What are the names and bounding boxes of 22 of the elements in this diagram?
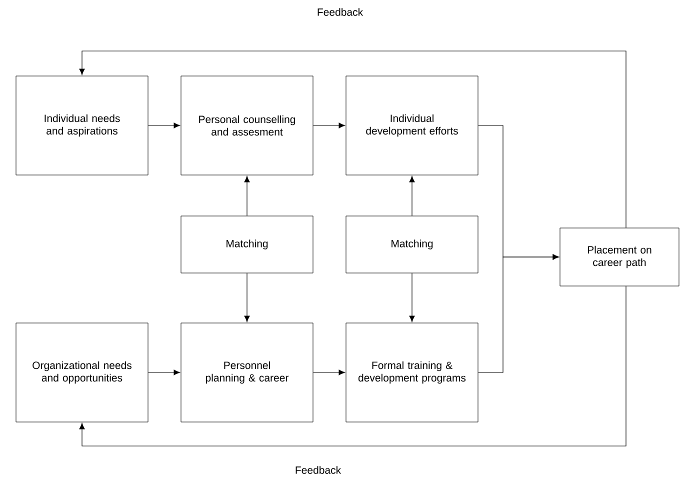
- process-box: Individual needs and aspirations: [16, 76, 148, 176]
- arrow: [148, 370, 180, 376]
- edge-label: Feedback: [316, 7, 364, 17]
- arrow: [312, 370, 345, 376]
- arrow: [79, 50, 626, 228]
- process-box: Organizational needs and opportunities: [16, 322, 148, 422]
- process-box: Matching: [346, 216, 478, 274]
- arrow: [409, 272, 415, 322]
- arrow: [148, 122, 180, 128]
- process-box: Individual development efforts: [346, 76, 478, 176]
- arrow: [79, 286, 626, 446]
- arrow: [244, 176, 250, 216]
- process-box: Personal counselling and assesment: [180, 76, 314, 176]
- process-box: Personnel planning & career: [180, 322, 314, 422]
- process-box: Matching: [180, 216, 314, 274]
- arrow: [409, 176, 415, 216]
- arrow: [244, 272, 250, 322]
- process-box: Formal training & development programs: [346, 322, 478, 422]
- edge-label: Feedback: [294, 465, 342, 475]
- process-box: Placement on career path: [560, 228, 680, 286]
- arrow: [478, 254, 559, 373]
- arrow: [312, 122, 345, 128]
